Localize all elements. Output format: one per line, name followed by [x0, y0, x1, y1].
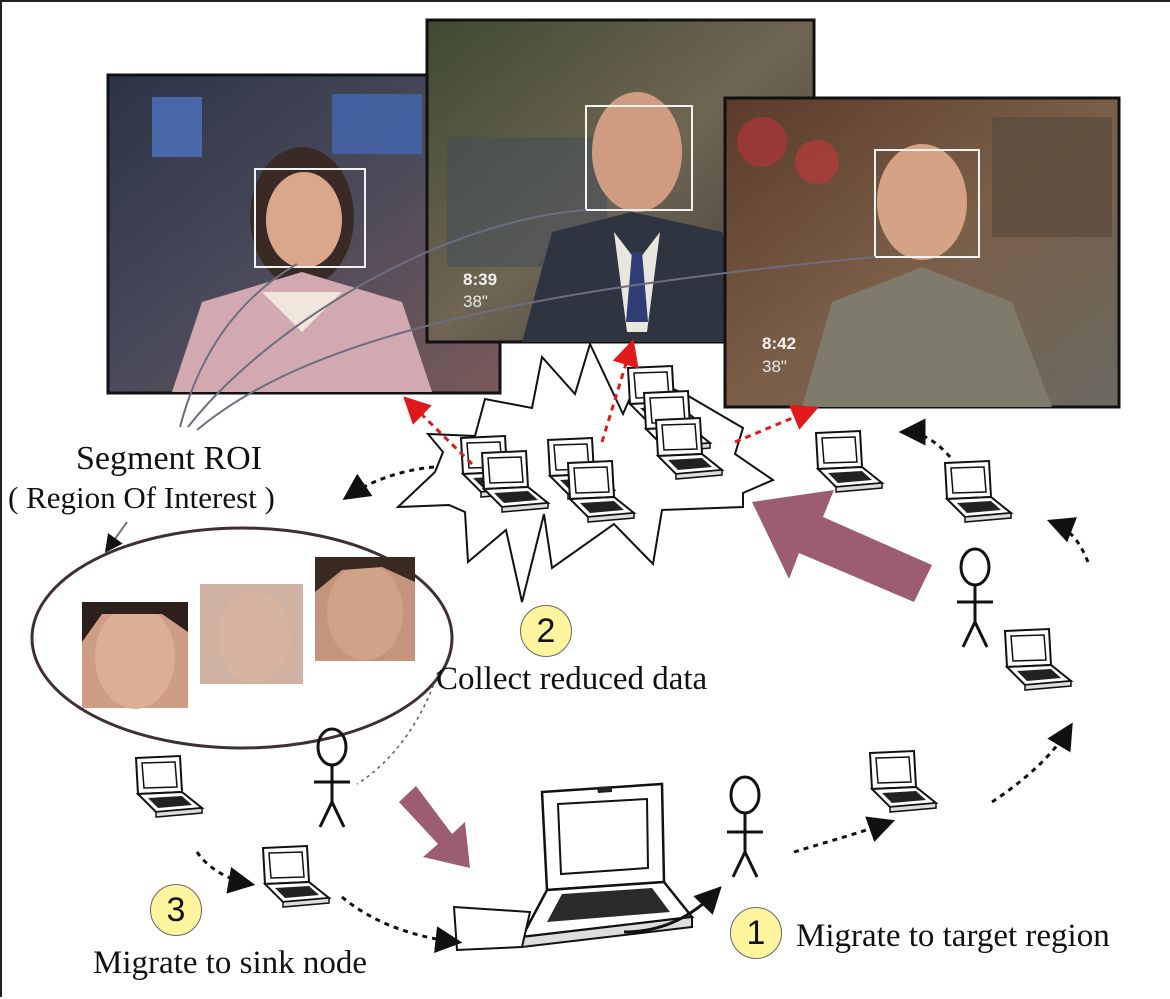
frame-2-time: 8:39	[463, 270, 497, 289]
laptop-icon	[452, 782, 695, 952]
laptop-icon	[869, 750, 937, 813]
roi-lines	[179, 209, 876, 431]
stick-figure-icon	[314, 727, 350, 828]
migrate-to-sink-label: Migrate to sink node	[93, 945, 368, 981]
laptop-icon	[1004, 628, 1072, 691]
roi-ellipse	[30, 526, 454, 750]
roi-pointer-arrow	[104, 521, 128, 553]
step-badge-3: 3	[150, 884, 202, 936]
dotted-connector	[356, 671, 439, 785]
laptop-icon	[262, 845, 330, 908]
migration-arrows	[195, 418, 1090, 954]
segment-roi-label: Segment ROI	[76, 440, 263, 477]
migrate-to-target-label: Migrate to target region	[796, 918, 1110, 954]
frame-3-time: 8:42	[762, 334, 796, 353]
step-badge-2: 2	[520, 605, 572, 657]
face-thumbnail	[315, 557, 415, 661]
dotted-arrow	[342, 465, 435, 501]
news-frame-3: 8:42 38"	[723, 96, 1121, 409]
solid-migration-arrow	[623, 886, 722, 934]
big-arrow-to-laptop	[399, 786, 470, 868]
laptop-icon	[815, 430, 883, 493]
stick-figure-icon	[957, 547, 993, 648]
frame-3-temp: 38"	[762, 357, 787, 376]
face-thumbnail	[82, 602, 188, 709]
red-arrows	[403, 338, 819, 466]
collect-reduced-data-label: Collect reduced data	[436, 661, 708, 697]
laptop-icon	[135, 755, 203, 818]
stick-figure-icon	[727, 775, 763, 878]
big-arrow-to-cluster	[752, 490, 932, 602]
face-thumbnail	[200, 584, 303, 684]
laptop-icon	[944, 460, 1012, 523]
step-badge-1: 1	[730, 907, 782, 959]
frame-2-temp: 38"	[463, 292, 488, 311]
region-of-interest-label: ( Region Of Interest )	[8, 480, 275, 515]
